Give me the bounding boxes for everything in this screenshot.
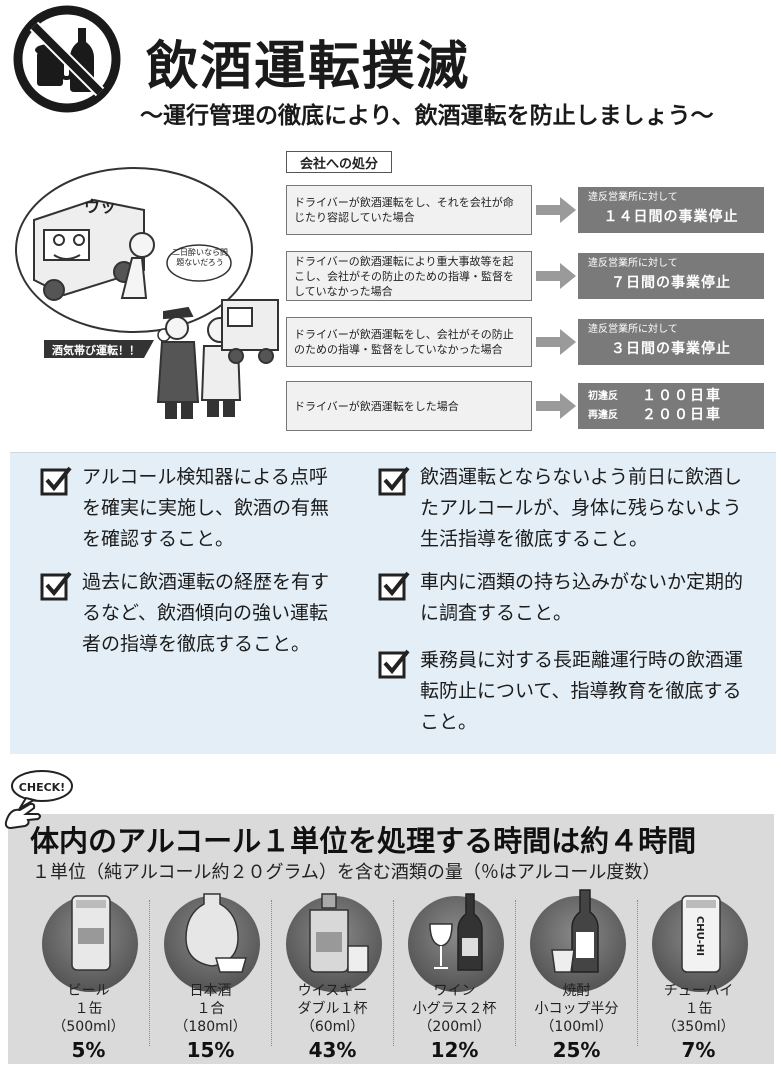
checklist-panel	[10, 452, 776, 754]
drink-backdrop	[408, 896, 504, 992]
penalty-result-label: 違反営業所に対して	[588, 258, 678, 269]
drink-name: ウイスキー	[297, 983, 368, 999]
penalty-result-label: 違反営業所に対して	[588, 324, 678, 335]
drink-quantity: 小グラス２杯	[412, 1001, 497, 1017]
drink-percent: 15%	[186, 1038, 235, 1062]
checkbox-checked-icon	[378, 571, 410, 601]
drink-volume: （100ml）	[540, 1019, 613, 1035]
checklist-text: 飲酒運転とならないよう前日に飲酒したアルコールが、身体に残らないよう生活指導を徹…	[420, 466, 743, 550]
penalty-row: ドライバーが飲酒運転をした場合 初違反 １００日車 再違反 ２００日車	[286, 381, 764, 431]
penalty-condition: ドライバーが飲酒運転をし、それを会社が命じたり容認していた場合	[286, 185, 532, 235]
first-offense-label: 初違反	[588, 391, 618, 402]
page-title: 飲酒運転撲滅	[146, 37, 471, 97]
checkbox-checked-icon	[40, 466, 72, 496]
drink-volume: （200ml）	[418, 1019, 491, 1035]
shochu-bottle-icon	[551, 889, 599, 973]
penalty-result-value: ３日間の事業停止	[611, 341, 731, 357]
penalty-condition: ドライバーの飲酒運転により重大事故等を起こし、会社がその防止のための指導・監督を…	[286, 251, 532, 301]
drink-separator	[637, 900, 638, 1046]
drink-percent: 25%	[552, 1038, 601, 1062]
drink-quantity: １缶	[684, 1001, 713, 1017]
speech-bubble-text: 二日酔いなら問題ないだろう	[172, 248, 228, 267]
first-offense-value: １００日車	[642, 388, 722, 404]
drink-quantity: 小コップ半分	[534, 1001, 619, 1017]
checklist-text: 乗務員に対する長距離運行時の飲酒運転防止について、指導教育を徹底すること。	[420, 649, 744, 733]
penalty-result: 違反営業所に対して ３日間の事業停止	[578, 319, 764, 365]
penalty-row: ドライバーの飲酒運転により重大事故等を起こし、会社がその防止のための指導・監督を…	[286, 251, 764, 301]
drink-separator	[515, 900, 516, 1046]
checkbox-checked-icon	[40, 571, 72, 601]
checklist-text: 車内に酒類の持ち込みがないか定期的に調査すること。	[420, 571, 744, 624]
check-badge-text: CHECK!	[19, 781, 65, 794]
drink-name: 焼酎	[562, 983, 591, 999]
chuhai-can-icon: CHU-HI	[681, 895, 721, 973]
drink-wine: ワイン 小グラス２杯 （200ml） 12%	[394, 888, 515, 1062]
drink-volume: （350ml）	[662, 1019, 735, 1035]
penalty-result-value: ７日間の事業停止	[611, 275, 731, 291]
penalty-condition: ドライバーが飲酒運転をした場合	[286, 381, 532, 431]
drink-quantity: ダブル１杯	[297, 1001, 368, 1017]
drunk-driving-illustration: ウッ 二日酔いなら問題ないだろう 酒気帯び運転！！	[15, 167, 279, 419]
drink-volume: （180ml）	[174, 1019, 247, 1035]
chuhai-can-label: CHU-HI	[694, 916, 705, 956]
whisky-bottle-icon	[309, 893, 369, 973]
arrow-right-icon	[536, 197, 576, 223]
page-subtitle: 〜運行管理の徹底により、飲酒運転を防止しましょう〜	[140, 103, 714, 129]
checklist-item: 乗務員に対する長距離運行時の飲酒運転防止について、指導教育を徹底すること。	[378, 645, 748, 738]
drink-name: ワイン	[433, 983, 476, 999]
no-alcohol-icon	[13, 5, 121, 113]
check-badge-icon: CHECK!	[4, 770, 73, 830]
checkbox-checked-icon	[378, 466, 410, 496]
drink-whisky: ウイスキー ダブル１杯 （60ml） 43%	[272, 888, 393, 1062]
arrow-right-icon	[536, 393, 576, 419]
beer-can-icon	[71, 895, 111, 971]
checklist-item: アルコール検知器による点呼を確実に実施し、飲酒の有無を確認すること。	[40, 462, 340, 555]
drink-quantity: １缶	[74, 1001, 103, 1017]
sake-bottle-icon	[185, 893, 247, 973]
penalty-result: 違反営業所に対して １４日間の事業停止	[578, 187, 764, 233]
truck-exclaim: ウッ	[84, 197, 116, 216]
wine-bottle-icon	[429, 893, 483, 971]
drink-separator	[393, 900, 394, 1046]
drink-percent: 5%	[71, 1038, 106, 1062]
alcohol-unit-title: 体内のアルコール１単位を処理する時間は約４時間	[30, 824, 697, 858]
checklist-text: アルコール検知器による点呼を確実に実施し、飲酒の有無を確認すること。	[82, 466, 330, 550]
drunk-driving-sign: 酒気帯び運転！！	[52, 343, 140, 357]
drink-percent: 12%	[430, 1038, 479, 1062]
drink-percent: 7%	[681, 1038, 716, 1062]
drink-beer: ビール １缶 （500ml） 5%	[28, 888, 149, 1062]
repeat-offense-value: ２００日車	[642, 407, 722, 423]
drink-percent: 43%	[308, 1038, 357, 1062]
penalty-result-label: 違反営業所に対して	[588, 192, 678, 203]
penalty-result: 初違反 １００日車 再違反 ２００日車	[578, 383, 764, 429]
drink-volume: （500ml）	[52, 1019, 125, 1035]
arrow-right-icon	[536, 263, 576, 289]
alcohol-unit-subtitle: １単位（純アルコール約２０グラム）を含む酒類の量（％はアルコール度数）	[32, 862, 661, 883]
drink-sake: 日本酒 １合 （180ml） 15%	[150, 888, 271, 1062]
checkbox-checked-icon	[378, 649, 410, 679]
drink-name: 日本酒	[189, 983, 232, 999]
drink-name: ビール	[67, 983, 110, 999]
repeat-offense-label: 再違反	[588, 410, 618, 421]
penalty-row: ドライバーが飲酒運転をし、会社がその防止のための指導・監督をしていなかった場合 …	[286, 317, 764, 367]
checklist-item: 過去に飲酒運転の経歴を有するなど、飲酒傾向の強い運転者の指導を徹底すること。	[40, 567, 340, 660]
company-penalty-header: 会社への処分	[286, 151, 392, 173]
drink-separator	[149, 900, 150, 1046]
drink-name: チューハイ	[663, 983, 734, 999]
drink-quantity: １合	[196, 1001, 225, 1017]
drink-volume: （60ml）	[300, 1019, 365, 1035]
checklist-item: 飲酒運転とならないよう前日に飲酒したアルコールが、身体に残らないよう生活指導を徹…	[378, 462, 748, 555]
drink-chuhai: CHU-HI チューハイ １缶 （350ml） 7%	[638, 888, 759, 1062]
drink-separator	[271, 900, 272, 1046]
penalty-condition: ドライバーが飲酒運転をし、会社がその防止のための指導・監督をしていなかった場合	[286, 317, 532, 367]
penalty-result-value: １４日間の事業停止	[603, 209, 739, 225]
arrow-right-icon	[536, 329, 576, 355]
checklist-text: 過去に飲酒運転の経歴を有するなど、飲酒傾向の強い運転者の指導を徹底すること。	[82, 571, 330, 655]
checklist-item: 車内に酒類の持ち込みがないか定期的に調査すること。	[378, 567, 748, 629]
drink-shochu: 焼酎 小コップ半分 （100ml） 25%	[516, 888, 637, 1062]
penalty-row: ドライバーが飲酒運転をし、それを会社が命じたり容認していた場合 違反営業所に対し…	[286, 185, 764, 235]
penalty-result: 違反営業所に対して ７日間の事業停止	[578, 253, 764, 299]
